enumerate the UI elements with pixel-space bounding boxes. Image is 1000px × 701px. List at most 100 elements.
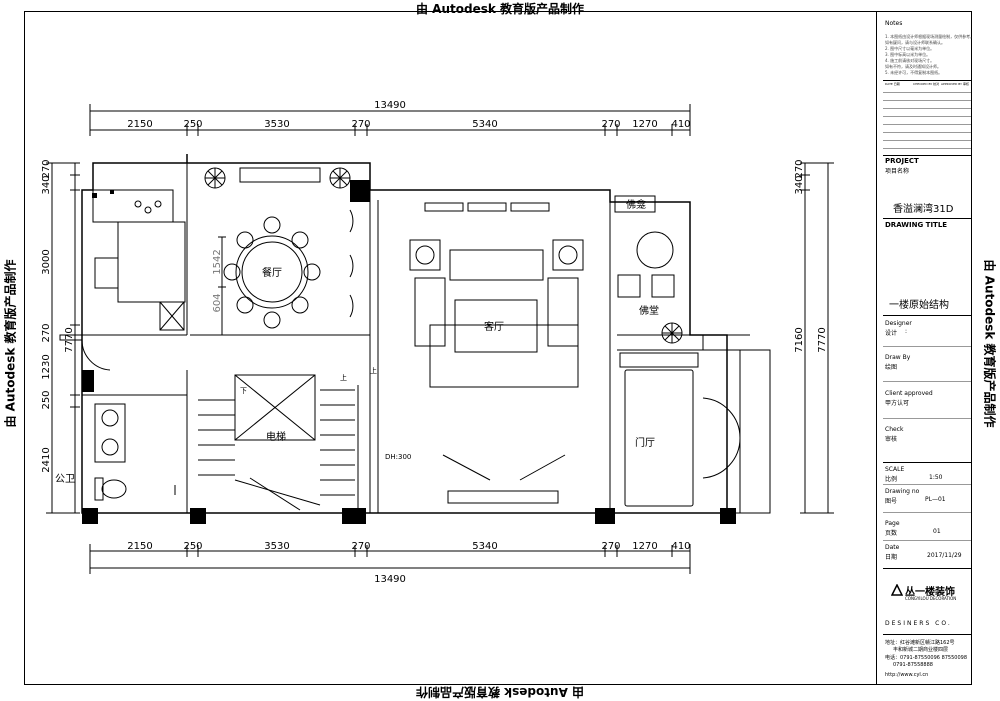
plant-2	[329, 167, 351, 189]
project-label-cn: 项目名称	[885, 168, 910, 175]
company-name-en: CONGYILOU DECORATION	[905, 596, 957, 601]
client-en: Client approved	[885, 390, 933, 397]
dim-dining-1: 604	[212, 293, 223, 312]
dim-bottom-4: 5340	[472, 541, 497, 552]
drawing-title-label: DRAWING TITLE	[885, 221, 948, 229]
dim-left-3: 7770	[64, 327, 75, 352]
floor-plan: 13490 13490 2150 250 3530 270 5340 270 1…	[41, 100, 834, 585]
dim-left-0: 270	[41, 159, 52, 178]
dim-bottom-1: 250	[183, 541, 202, 552]
drawing-no-en: Drawing no	[885, 488, 920, 495]
rev-header-approved: APPROVED BY 审核	[941, 82, 969, 86]
dim-bottom-0: 2150	[127, 541, 152, 552]
project-name: 香溢澜湾31D	[893, 204, 954, 215]
dim-overall-bottom: 13490	[374, 574, 406, 585]
title-block: Notes 1. 本图纸由设计师根据现场测量绘制，仅供参考。 如有疑问，请与设计…	[876, 12, 975, 684]
dim-overall-top: 13490	[374, 100, 406, 111]
sofa-back	[449, 249, 544, 281]
dim-top-0: 2150	[127, 119, 152, 130]
room-living: 客厅	[484, 320, 504, 333]
buddha-niche	[614, 195, 656, 213]
dim-bottom-5: 270	[601, 541, 620, 552]
drawing-no-cn: 图号	[885, 498, 898, 505]
notes-line-6: 5. 未经许可，不得复制本图纸。	[885, 70, 943, 75]
room-foyer: 门厅	[635, 436, 655, 449]
designer-en: Designer	[885, 320, 912, 327]
sofa-right	[547, 277, 579, 347]
notes-line-3: 3. 图中标高以米为单位。	[885, 52, 931, 57]
notes-line-1: 如有疑问，请与设计师联系确认。	[885, 40, 945, 45]
page-en: Page	[885, 520, 900, 527]
dim-top-1: 250	[183, 119, 202, 130]
dim-dining-0: 1542	[212, 249, 223, 274]
rev-header-checked: CHECKED BY 校对	[913, 82, 940, 86]
dim-bottom-6: 1270	[632, 541, 657, 552]
client-cn: 甲方认可	[885, 400, 910, 407]
notes-title: Notes	[885, 20, 903, 27]
dim-top-6: 1270	[632, 119, 657, 130]
project-label: PROJECT	[885, 157, 919, 165]
phone-line-2: 0791-87558888	[893, 662, 933, 668]
scale-value: 1:50	[929, 474, 943, 481]
stair-down: 下	[240, 387, 247, 395]
designer-colon: :	[905, 328, 908, 335]
dim-top-7: 410	[671, 119, 690, 130]
dim-top-3: 270	[351, 119, 370, 130]
date-cn: 日期	[885, 554, 898, 561]
notes-line-2: 2. 图中尺寸以毫米为单位。	[885, 46, 935, 51]
plant-1	[204, 167, 226, 189]
dim-right-2: 7160	[794, 327, 805, 352]
dim-bottom-7: 410	[671, 541, 690, 552]
notes-line-5: 如有不符，请及时通知设计师。	[885, 64, 941, 69]
stair-dh-label: DH:300	[385, 453, 411, 461]
structural-columns	[82, 180, 736, 524]
room-buddha-hall: 佛堂	[639, 304, 659, 317]
address-line-2: 丰和新城二期商业楼四层	[893, 647, 949, 653]
draw-by-en: Draw By	[885, 354, 911, 361]
drawing-title: 一楼原始结构	[889, 300, 949, 311]
draw-by-cn: 绘图	[885, 364, 898, 371]
dim-left-1: 340	[41, 175, 52, 194]
dimension-text: 13490 13490 2150 250 3530 270 5340 270 1…	[41, 100, 828, 585]
dim-right-0: 270	[794, 159, 805, 178]
watermark-top: 由 Autodesk 教育版产品制作	[415, 2, 585, 16]
dim-top-5: 270	[601, 119, 620, 130]
date-en: Date	[885, 544, 900, 551]
stair-up-1: 上	[370, 366, 377, 375]
plant-3	[661, 322, 683, 344]
toilet	[101, 479, 127, 499]
living-rug	[429, 324, 579, 388]
dining-table	[235, 235, 309, 309]
company-name: 丛一楼装饰	[905, 587, 955, 598]
stairs	[198, 385, 359, 511]
dim-left-6: 250	[41, 390, 52, 409]
website-link[interactable]: http://www.cyl.cn	[885, 672, 929, 678]
sofa-left	[414, 277, 446, 347]
designer-cn: 设计	[885, 330, 898, 337]
page-cn: 页数	[885, 530, 898, 537]
company-logo-icon	[890, 583, 904, 596]
date-value: 2017/11/29	[927, 552, 962, 559]
check-cn: 审核	[885, 436, 898, 443]
coffee-table	[454, 299, 538, 353]
watermark-right: 由 Autodesk 教育版产品制作	[982, 259, 997, 428]
page-value: 01	[933, 528, 941, 535]
room-dining: 餐厅	[262, 266, 282, 279]
phone-line-1: 电话：0791-87550096 87550098	[885, 655, 968, 661]
drawing-no-value: PL—01	[925, 496, 946, 503]
notes-line-4: 4. 施工前请核对现场尺寸。	[885, 58, 935, 63]
stair-up-2: 上	[340, 373, 347, 382]
notes-line-0: 1. 本图纸由设计师根据现场测量绘制，仅供参考。	[885, 34, 975, 39]
sheet-border	[24, 11, 972, 685]
room-elevator: 电梯	[266, 430, 286, 443]
check-en: Check	[885, 426, 904, 433]
scale-en: SCALE	[885, 466, 905, 473]
address-line-1: 地址：红谷滩新区赣江路162号	[885, 640, 955, 646]
dim-right-3: 7770	[817, 327, 828, 352]
room-bathroom: 公卫	[55, 474, 75, 485]
dim-right-1: 340	[794, 175, 805, 194]
dim-left-2: 3000	[41, 249, 52, 274]
room-buddha-niche: 佛龛	[626, 198, 646, 211]
bathroom-vanity	[94, 403, 126, 463]
dim-left-5: 1230	[41, 354, 52, 379]
